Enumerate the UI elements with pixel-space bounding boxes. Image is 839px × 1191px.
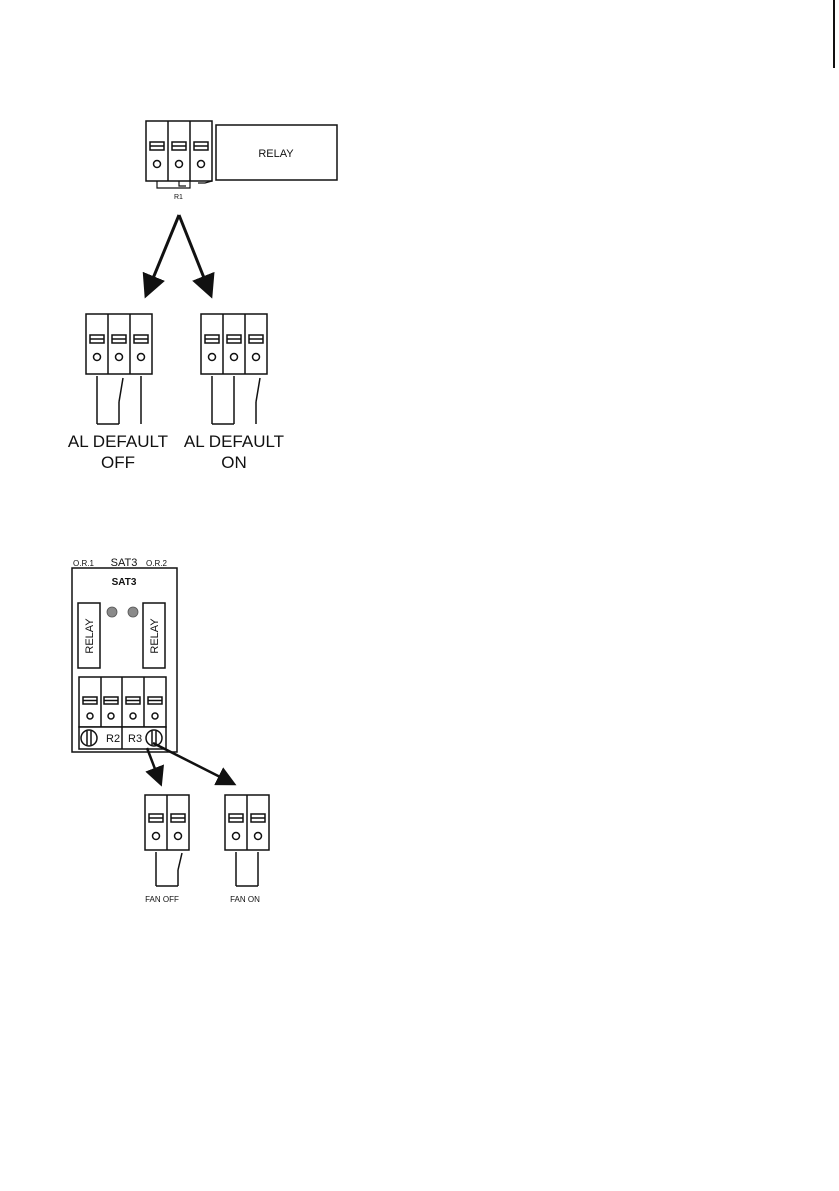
jumper-r2-label: R2	[106, 733, 120, 745]
jumper-r1-label: R1	[174, 194, 183, 201]
sat3-jumper-row	[79, 727, 166, 749]
fan-off-label: FAN OFF	[145, 895, 179, 904]
svg-text:RELAY: RELAY	[149, 618, 161, 654]
fan-on-terminal	[225, 795, 269, 886]
top-relay: RELAY	[216, 125, 337, 180]
al-default-on-terminal	[201, 314, 267, 424]
svg-text:ON: ON	[221, 453, 247, 472]
sat3-board-title: SAT3	[112, 577, 137, 588]
label-sat3-top: SAT3	[111, 557, 138, 569]
led-right	[128, 607, 138, 617]
al-default-off-label: AL DEFAULT OFF	[68, 432, 168, 472]
sat3-relay-left: RELAY	[78, 603, 100, 668]
arrow-to-al-off	[147, 215, 179, 293]
led-left	[107, 607, 117, 617]
top-relay-label: RELAY	[258, 148, 294, 160]
al-default-on-label: AL DEFAULT ON	[184, 432, 284, 472]
arrow-to-al-on	[179, 215, 210, 293]
arrow-to-fan-off	[147, 748, 160, 782]
label-or2: O.R.2	[146, 559, 167, 568]
sat3-relay-right: RELAY	[143, 603, 165, 668]
svg-text:AL DEFAULT: AL DEFAULT	[184, 432, 284, 451]
jumper-r1	[157, 181, 212, 188]
top-relay-diagram: R1 RELAY	[68, 121, 337, 472]
label-or1: O.R.1	[73, 559, 94, 568]
bottom-sat3-diagram: O.R.1 SAT3 O.R.2 SAT3 RELAY RELAY	[72, 557, 269, 904]
top-terminal-block	[146, 121, 212, 181]
sat3-terminal-block	[79, 677, 166, 727]
jumper-r3-label: R3	[128, 733, 142, 745]
arrow-to-fan-on	[153, 743, 232, 783]
svg-text:RELAY: RELAY	[84, 618, 96, 654]
svg-text:AL DEFAULT: AL DEFAULT	[68, 432, 168, 451]
svg-text:OFF: OFF	[101, 453, 135, 472]
fan-off-terminal	[145, 795, 189, 886]
al-default-off-terminal	[86, 314, 152, 424]
fan-on-label: FAN ON	[230, 895, 260, 904]
